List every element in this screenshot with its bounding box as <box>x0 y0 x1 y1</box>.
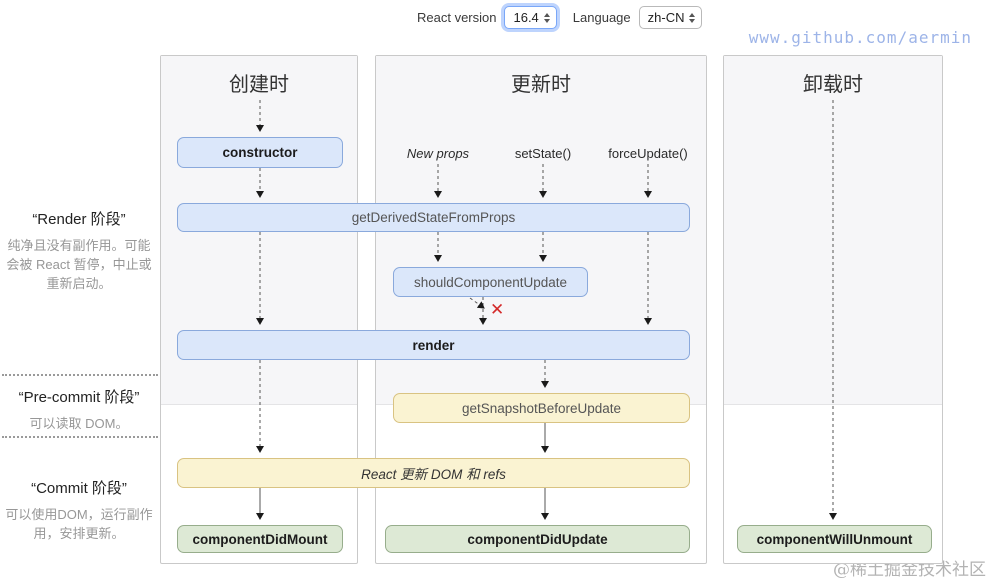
phase-commit-desc: 可以使用DOM，运行副作用，安排更新。 <box>5 507 153 541</box>
watermark-github: www.github.com/aermin <box>748 28 972 47</box>
phase-precommit-title: “Pre-commit 阶段” <box>18 389 140 406</box>
phase-commit-title: “Commit 阶段” <box>31 480 127 497</box>
watermark-community: @稀土掘金技术社区 <box>833 560 986 580</box>
phase-render-desc: 纯净且没有副作用。可能会被 React 暂停，中止或重新启动。 <box>6 238 152 291</box>
phase-commit: “Commit 阶段” 可以使用DOM，运行副作用，安排更新。 <box>0 477 158 543</box>
phase-divider <box>2 436 158 438</box>
node-react-dom-update: React 更新 DOM 和 refs <box>177 458 690 488</box>
phase-render: “Render 阶段” 纯净且没有副作用。可能会被 React 暂停，中止或重新… <box>0 208 158 293</box>
panel-unmounting <box>723 55 943 564</box>
language-select[interactable]: zh-CN <box>638 6 703 29</box>
node-render[interactable]: render <box>177 330 690 360</box>
stepper-icon <box>543 12 550 23</box>
node-component-will-unmount[interactable]: componentWillUnmount <box>737 525 932 553</box>
language-label: Language <box>572 10 631 25</box>
column-title-mounting: 创建时 <box>229 74 289 96</box>
trigger-force-update: forceUpdate() <box>608 146 688 161</box>
phase-precommit-desc: 可以读取 DOM。 <box>29 416 129 431</box>
node-get-snapshot-before-update[interactable]: getSnapshotBeforeUpdate <box>393 393 690 423</box>
phase-render-title: “Render 阶段” <box>32 211 126 228</box>
reject-x-icon: ✕ <box>490 300 505 319</box>
react-version-label: React version <box>417 10 497 25</box>
node-get-derived-state-from-props[interactable]: getDerivedStateFromProps <box>177 203 690 232</box>
node-constructor[interactable]: constructor <box>177 137 343 168</box>
language-value: zh-CN <box>647 10 685 25</box>
stepper-icon <box>689 12 696 23</box>
column-title-unmounting: 卸载时 <box>803 74 863 96</box>
react-version-value: 16.4 <box>513 10 539 25</box>
phase-divider <box>2 374 158 376</box>
trigger-set-state: setState() <box>514 146 572 161</box>
node-should-component-update[interactable]: shouldComponentUpdate <box>393 267 588 297</box>
trigger-new-props: New props <box>406 146 470 161</box>
render-phase-zone <box>724 56 942 405</box>
phase-precommit: “Pre-commit 阶段” 可以读取 DOM。 <box>0 386 158 433</box>
toolbar: React version 16.4 Language zh-CN <box>417 6 703 29</box>
react-version-select[interactable]: 16.4 <box>504 6 557 29</box>
node-component-did-update[interactable]: componentDidUpdate <box>385 525 690 553</box>
node-component-did-mount[interactable]: componentDidMount <box>177 525 343 553</box>
column-title-updating: 更新时 <box>511 74 571 96</box>
